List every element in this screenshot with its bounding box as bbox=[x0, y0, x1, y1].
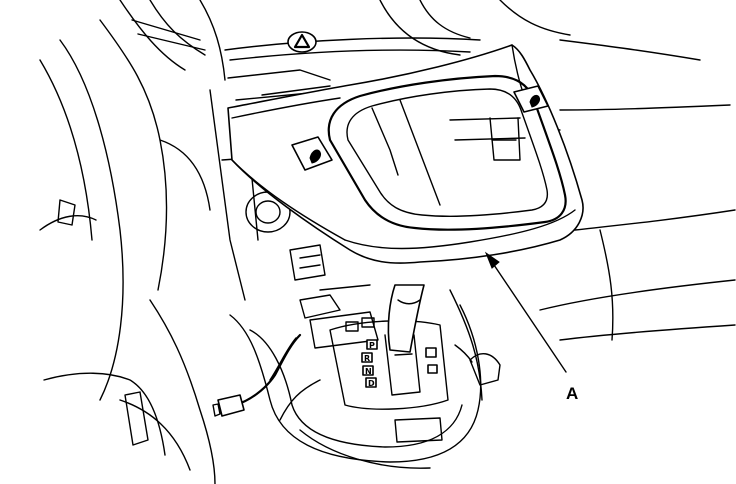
hazard-switch bbox=[287, 31, 317, 53]
gear-label-n: N bbox=[365, 367, 372, 376]
hazard-switch-icon bbox=[293, 33, 311, 49]
seat-heater-switch-icon bbox=[309, 149, 321, 164]
callout-leader-line bbox=[491, 261, 567, 373]
callout-arrowhead bbox=[484, 251, 500, 269]
wire-harness-left bbox=[212, 333, 321, 421]
gear-indicator-r: R bbox=[361, 352, 373, 363]
console-trim-panel-a bbox=[227, 44, 584, 264]
seat-heater-switch-left bbox=[291, 136, 333, 171]
gear-label-d: D bbox=[368, 379, 375, 388]
shift-console-base bbox=[229, 304, 482, 469]
steering-column-area bbox=[39, 19, 216, 484]
gear-indicator-d: D bbox=[365, 377, 377, 388]
shift-gate-plate bbox=[329, 320, 449, 410]
seat-heater-switch-right bbox=[513, 85, 549, 113]
wire-connector-left bbox=[217, 394, 245, 417]
shift-lever bbox=[387, 284, 425, 353]
seat-heater-switch-icon bbox=[529, 94, 540, 108]
gear-indicator-n: N bbox=[362, 365, 374, 376]
gear-label-r: R bbox=[364, 354, 370, 363]
gear-indicators: P R N D bbox=[361, 339, 438, 388]
callout-a: A bbox=[484, 251, 578, 403]
wire-connector-right bbox=[454, 344, 501, 386]
callout-label: A bbox=[566, 384, 578, 403]
gear-label-p: P bbox=[369, 341, 375, 350]
dashboard-vents bbox=[119, 0, 701, 81]
gear-indicator-p: P bbox=[366, 339, 378, 350]
